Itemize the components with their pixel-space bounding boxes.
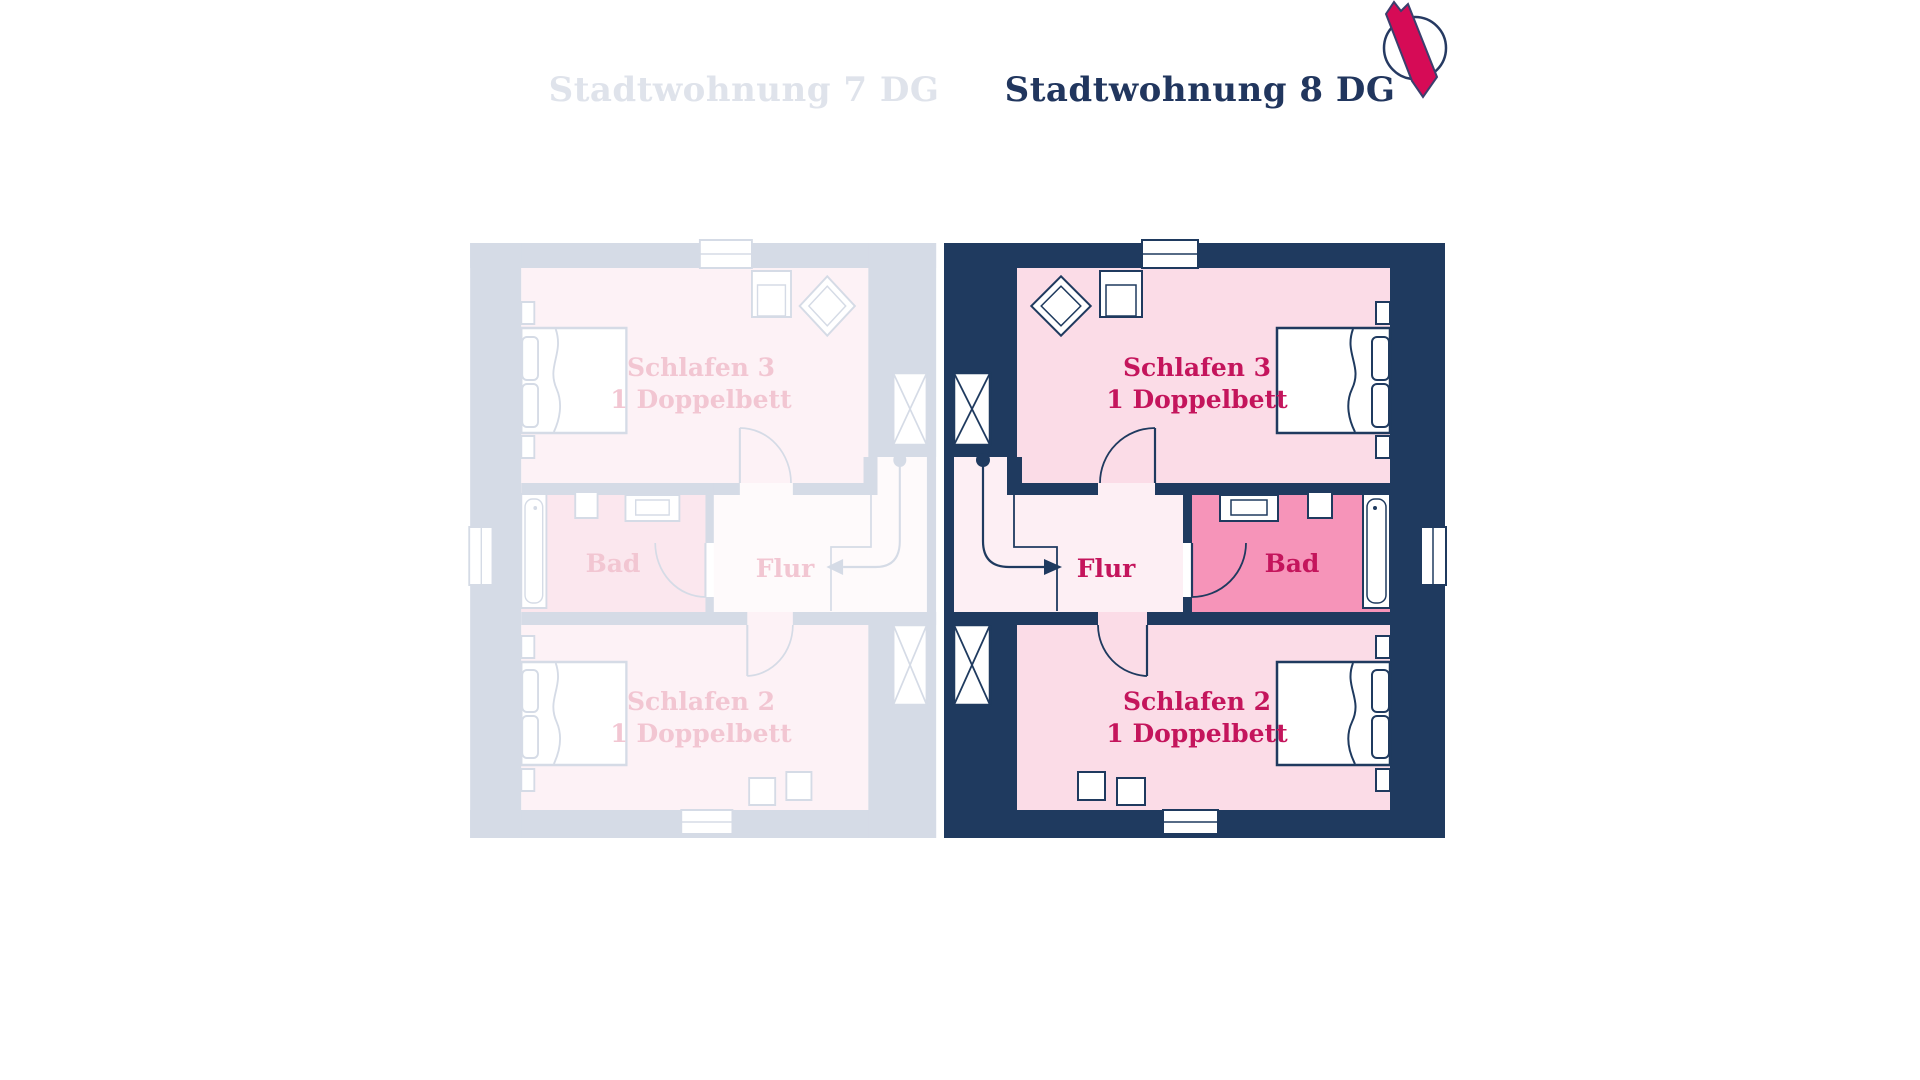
room-caption-schlafen2: 1 Doppelbett — [610, 719, 792, 748]
room-label-schlafen2: Schlafen 2 — [627, 687, 775, 716]
room-label-flur: Flur — [1077, 554, 1136, 583]
room-label-schlafen2: Schlafen 2 — [1123, 687, 1271, 716]
brand-logo[interactable] — [1382, 0, 1448, 99]
room-caption-schlafen3: 1 Doppelbett — [1106, 385, 1288, 414]
room-caption-schlafen2: 1 Doppelbett — [1106, 719, 1288, 748]
floorplan-stadtwohnung-7-dg — [469, 240, 937, 838]
tab-stadtwohnung-8-dg[interactable]: Stadtwohnung 8 DG — [1004, 70, 1396, 110]
floorplan-geometry-use — [944, 240, 1446, 838]
tab-stadtwohnung-7-dg[interactable]: Stadtwohnung 7 DG — [548, 70, 940, 110]
floorplan-geometry-use — [469, 240, 937, 838]
room-caption-schlafen3: 1 Doppelbett — [610, 385, 792, 414]
room-labels-inactive: Schlafen 3 1 Doppelbett Flur Bad Schlafe… — [586, 353, 816, 748]
room-label-schlafen3: Schlafen 3 — [1123, 353, 1271, 382]
room-label-bad: Bad — [1265, 549, 1320, 578]
room-labels-active: Schlafen 3 1 Doppelbett Flur Bad Schlafe… — [1077, 353, 1320, 748]
room-label-schlafen3: Schlafen 3 — [627, 353, 775, 382]
floorplan-stadtwohnung-8-dg — [944, 240, 1446, 838]
room-label-bad: Bad — [586, 549, 641, 578]
room-label-flur: Flur — [756, 554, 815, 583]
logo-ribbon-icon — [1384, 0, 1439, 99]
